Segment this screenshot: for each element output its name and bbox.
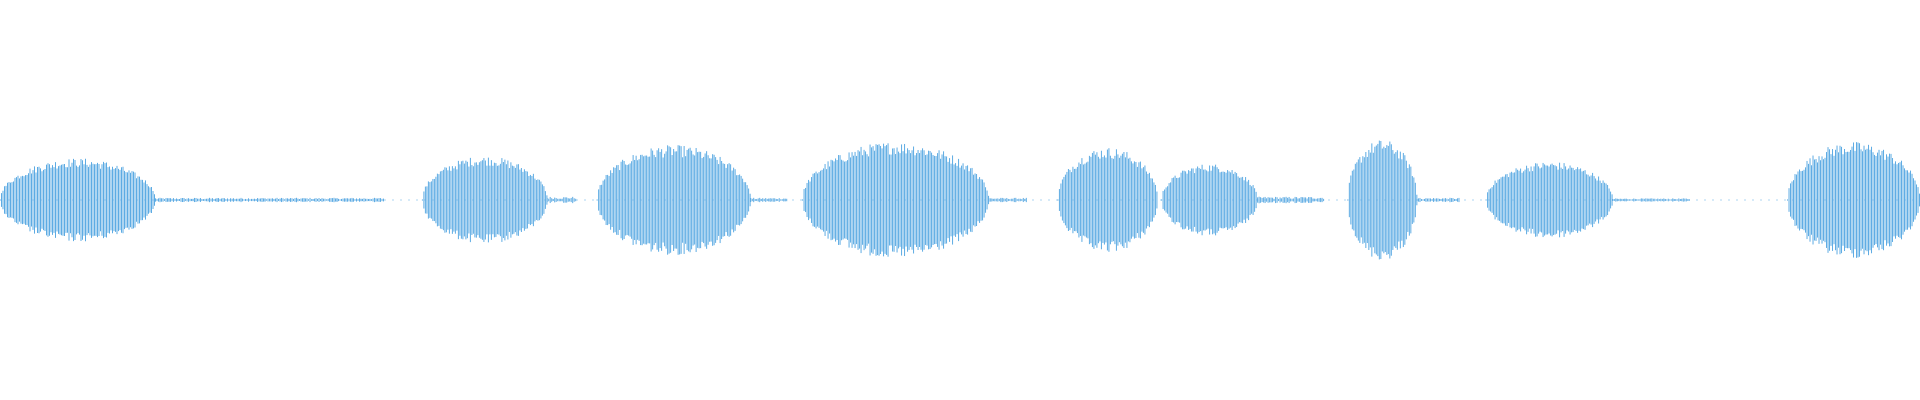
waveform-bars (0, 140, 1920, 260)
